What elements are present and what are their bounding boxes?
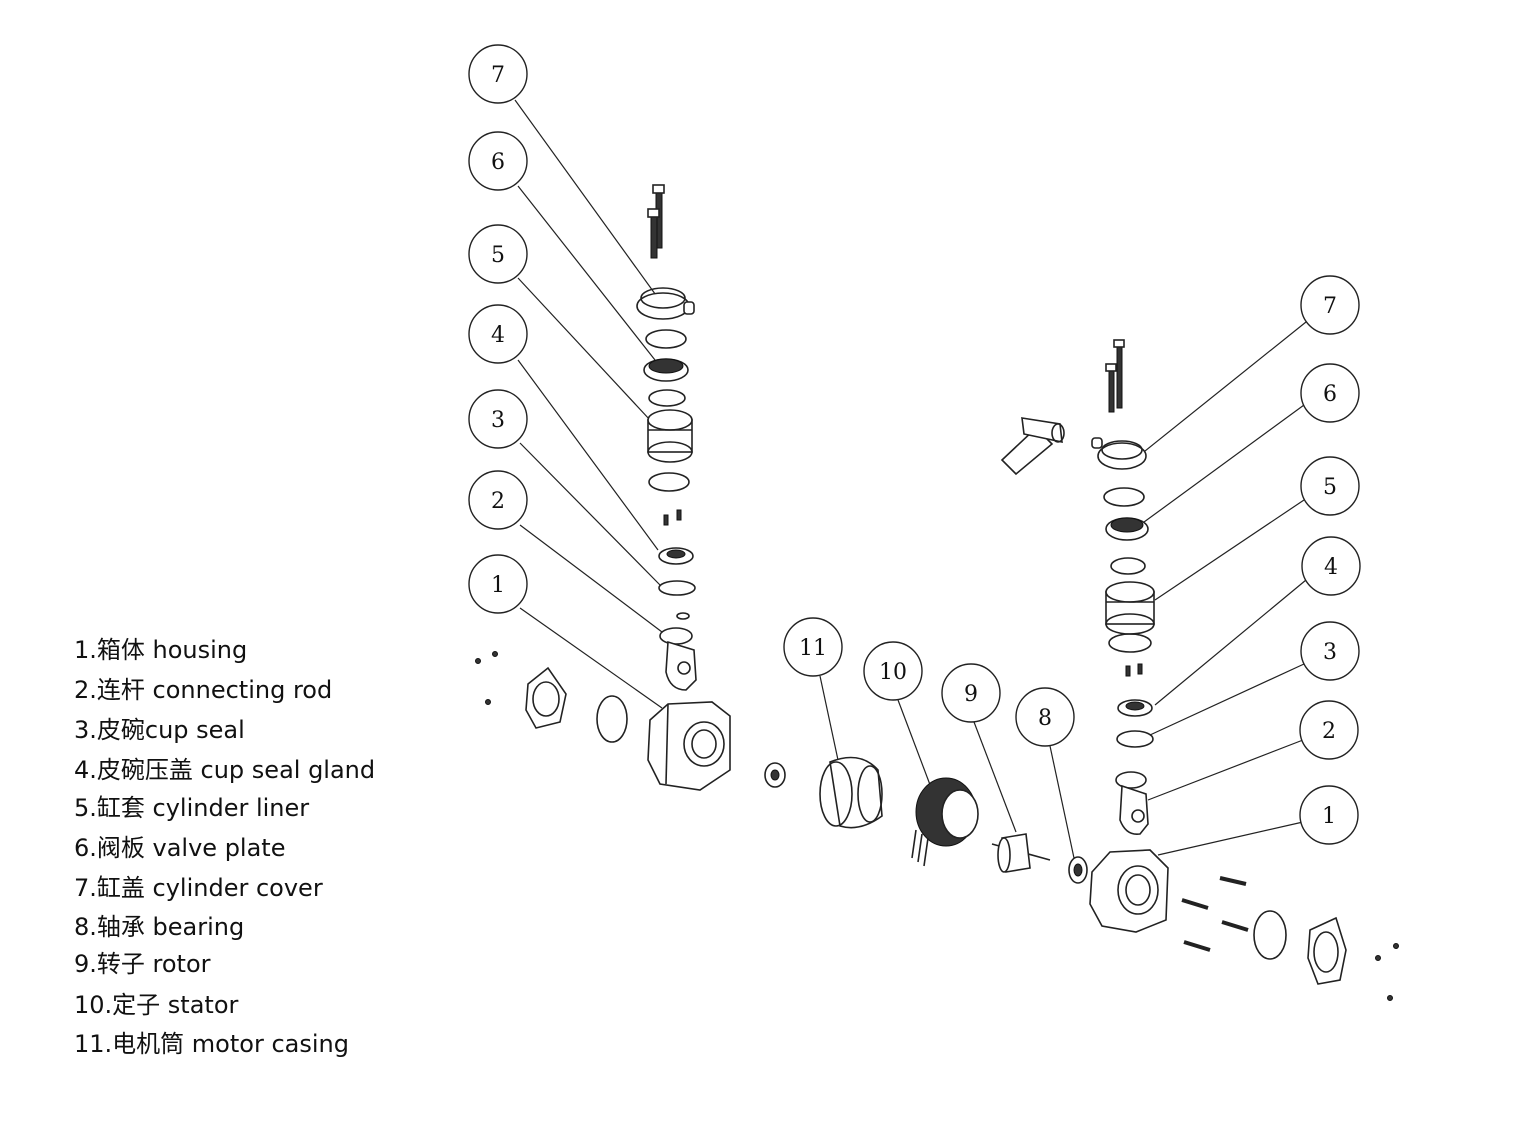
left-valve-plate	[643, 358, 689, 382]
svg-text:9: 9	[964, 682, 978, 707]
svg-text:5: 5	[1323, 475, 1337, 500]
right-valve-plate	[1105, 517, 1149, 541]
right-pump-head	[1000, 339, 1399, 1001]
right-cup-seal-gland	[1117, 699, 1153, 717]
callout-right-4: 4	[1301, 536, 1361, 596]
left-o-ring-2	[648, 389, 686, 407]
motor-bearing	[1068, 856, 1088, 884]
left-small-seal	[676, 612, 690, 620]
left-gasket	[596, 695, 628, 743]
callout-left-2: 2	[468, 470, 528, 530]
right-gasket	[1253, 910, 1287, 960]
legend-item-motor-casing: 11.电机筒 motor casing	[74, 1030, 349, 1058]
right-cup-seal	[1116, 730, 1154, 748]
callout-motor-10: 10	[863, 641, 923, 701]
callout-left-3: 3	[468, 389, 528, 449]
callout-right-1: 1	[1299, 785, 1359, 845]
callout-left-1: 1	[468, 554, 528, 614]
motor-stator	[911, 777, 979, 867]
callout-left-5: 5	[468, 224, 528, 284]
legend-item-stator: 10.定子 stator	[74, 991, 239, 1019]
legend-item-connecting-rod: 2.连杆 connecting rod	[74, 676, 333, 704]
callout-left-4: 4	[468, 304, 528, 364]
right-elbow-fitting	[1000, 417, 1065, 476]
legend-item-cup-seal-gland: 4.皮碗压盖 cup seal gland	[74, 756, 376, 784]
right-cylinder-cover	[1091, 437, 1147, 470]
legend-item-valve-plate: 6.阀板 valve plate	[74, 834, 286, 862]
svg-text:3: 3	[1323, 640, 1337, 665]
right-housing	[1089, 849, 1169, 933]
svg-text:3: 3	[491, 408, 505, 433]
callout-motor-11: 11	[783, 617, 843, 677]
callout-left-6: 6	[468, 131, 528, 191]
left-callouts: 7 6 5 4 3 2 1	[468, 44, 663, 709]
callout-left-7: 7	[468, 44, 528, 104]
callout-right-6: 6	[1300, 363, 1360, 423]
right-o-ring-1	[1103, 487, 1145, 507]
svg-text:2: 2	[491, 489, 505, 514]
right-o-ring-3	[1108, 633, 1152, 653]
right-cylinder-liner	[1105, 581, 1155, 635]
callout-right-2: 2	[1299, 700, 1359, 760]
svg-text:4: 4	[1324, 555, 1338, 580]
left-pump-head	[475, 184, 731, 791]
left-small-screw-3	[485, 699, 491, 705]
left-connecting-rod	[659, 627, 697, 691]
right-small-screw-1	[1375, 955, 1381, 961]
left-cylinder-liner	[647, 409, 693, 463]
right-small-screw-3	[1387, 995, 1393, 1001]
callout-motor-9: 9	[941, 663, 1001, 723]
svg-text:1: 1	[491, 573, 505, 598]
svg-text:6: 6	[491, 150, 505, 175]
right-cover-bolts	[1105, 339, 1125, 413]
callout-right-7: 7	[1300, 275, 1360, 335]
legend-item-bearing: 8.轴承 bearing	[74, 913, 245, 941]
legend-item-cylinder-liner: 5.缸套 cylinder liner	[74, 794, 310, 822]
motor-small-bearing	[764, 762, 786, 788]
right-housing-bolts	[1181, 876, 1249, 952]
callout-right-3: 3	[1300, 621, 1360, 681]
right-connecting-rod	[1115, 771, 1149, 836]
right-screw-2	[1137, 663, 1143, 675]
callout-motor-8: 8	[1015, 687, 1075, 747]
left-cover-bolts	[647, 184, 665, 259]
svg-text:7: 7	[491, 63, 505, 88]
right-screw-1	[1125, 665, 1131, 677]
left-end-cap	[525, 666, 567, 729]
svg-text:10: 10	[879, 660, 907, 685]
left-small-screw-1	[475, 658, 481, 664]
left-cup-seal-gland	[658, 547, 694, 565]
left-screw-1	[663, 514, 669, 526]
svg-text:11: 11	[799, 636, 827, 661]
svg-text:4: 4	[491, 323, 505, 348]
svg-text:5: 5	[491, 243, 505, 268]
legend-item-cup-seal: 3.皮碗cup seal	[74, 716, 245, 744]
left-cylinder-cover	[636, 287, 695, 320]
legend-item-rotor: 9.转子 rotor	[74, 950, 211, 978]
right-o-ring-2	[1110, 557, 1146, 575]
svg-text:6: 6	[1323, 382, 1337, 407]
left-screw-2	[676, 509, 682, 521]
left-cup-seal	[658, 580, 696, 596]
motor-rotor	[991, 833, 1051, 873]
right-small-screw-2	[1393, 943, 1399, 949]
left-o-ring-1	[645, 329, 687, 349]
svg-text:8: 8	[1038, 706, 1052, 731]
right-callouts: 7 6 5 4 3 2 1	[1139, 275, 1361, 856]
left-small-screw-2	[492, 651, 498, 657]
motor-callouts: 11 10 9 8	[783, 617, 1075, 859]
motor-assembly	[764, 756, 1088, 884]
svg-text:1: 1	[1322, 804, 1336, 829]
left-housing	[647, 701, 731, 791]
svg-text:2: 2	[1322, 719, 1336, 744]
svg-text:7: 7	[1323, 294, 1337, 319]
left-o-ring-3	[648, 472, 690, 492]
legend-item-cylinder-cover: 7.缸盖 cylinder cover	[74, 874, 323, 902]
legend-item-housing: 1.箱体 housing	[74, 636, 248, 664]
right-end-cap	[1307, 916, 1347, 985]
motor-casing	[819, 756, 883, 829]
callout-right-5: 5	[1300, 456, 1360, 516]
